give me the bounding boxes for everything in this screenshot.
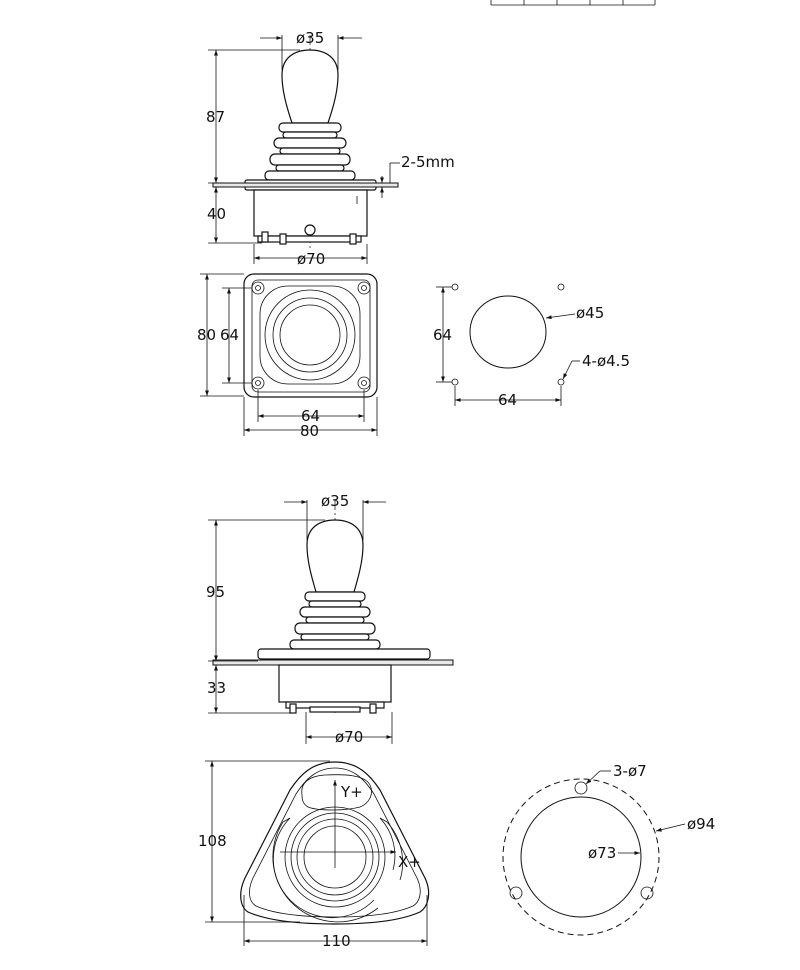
dim-height-3: 108 <box>198 832 227 850</box>
side-view-1: ø35 87 40 2-5mm ø70 <box>206 29 455 268</box>
dim-outer-height-1: 80 <box>197 326 216 344</box>
dim-depth-2: 33 <box>207 679 226 697</box>
side-view-2: ø35 95 33 ø70 <box>206 492 454 746</box>
dim-cutout-spacing-v: 64 <box>433 326 452 344</box>
dim-base-diameter-2: ø70 <box>335 728 363 746</box>
panel-cutout-2: 3-ø7 ø94 ø73 <box>502 762 715 936</box>
dim-cutout2-hole: ø73 <box>588 844 616 862</box>
dim-base-diameter-1: ø70 <box>297 250 325 268</box>
panel-cutout-1: 64 64 ø45 4-ø4.5 <box>433 283 630 409</box>
y-axis-pad <box>301 774 372 811</box>
top-view-2: Y+ X+ 108 110 <box>198 760 430 950</box>
dim-cutout2-screws: 3-ø7 <box>613 762 647 780</box>
knob-2 <box>306 519 364 593</box>
dim-knob-diameter-2: ø35 <box>321 492 349 510</box>
axis-label-y: Y+ <box>340 783 363 801</box>
dim-cutout-spacing-h: 64 <box>498 391 517 409</box>
dim-cutout2-pitch: ø94 <box>687 815 715 833</box>
knob <box>281 49 339 124</box>
dim-inner-width-1: 64 <box>301 407 320 425</box>
top-view-1: 80 64 64 80 <box>197 273 378 440</box>
dim-cutout-screws: 4-ø4.5 <box>582 352 630 370</box>
dim-width-3: 110 <box>322 932 351 950</box>
dim-depth-1: 40 <box>207 205 226 223</box>
dim-outer-width-1: 80 <box>300 422 319 440</box>
dim-height-1: 87 <box>206 108 225 126</box>
dim-panel-thickness: 2-5mm <box>401 153 455 171</box>
dim-inner-height-1: 64 <box>220 326 239 344</box>
axis-label-x: X+ <box>398 853 421 871</box>
header-table-fragment <box>490 0 656 6</box>
dim-height-2: 95 <box>206 583 225 601</box>
dim-cutout-hole: ø45 <box>576 304 604 322</box>
dim-knob-diameter-1: ø35 <box>296 29 324 47</box>
